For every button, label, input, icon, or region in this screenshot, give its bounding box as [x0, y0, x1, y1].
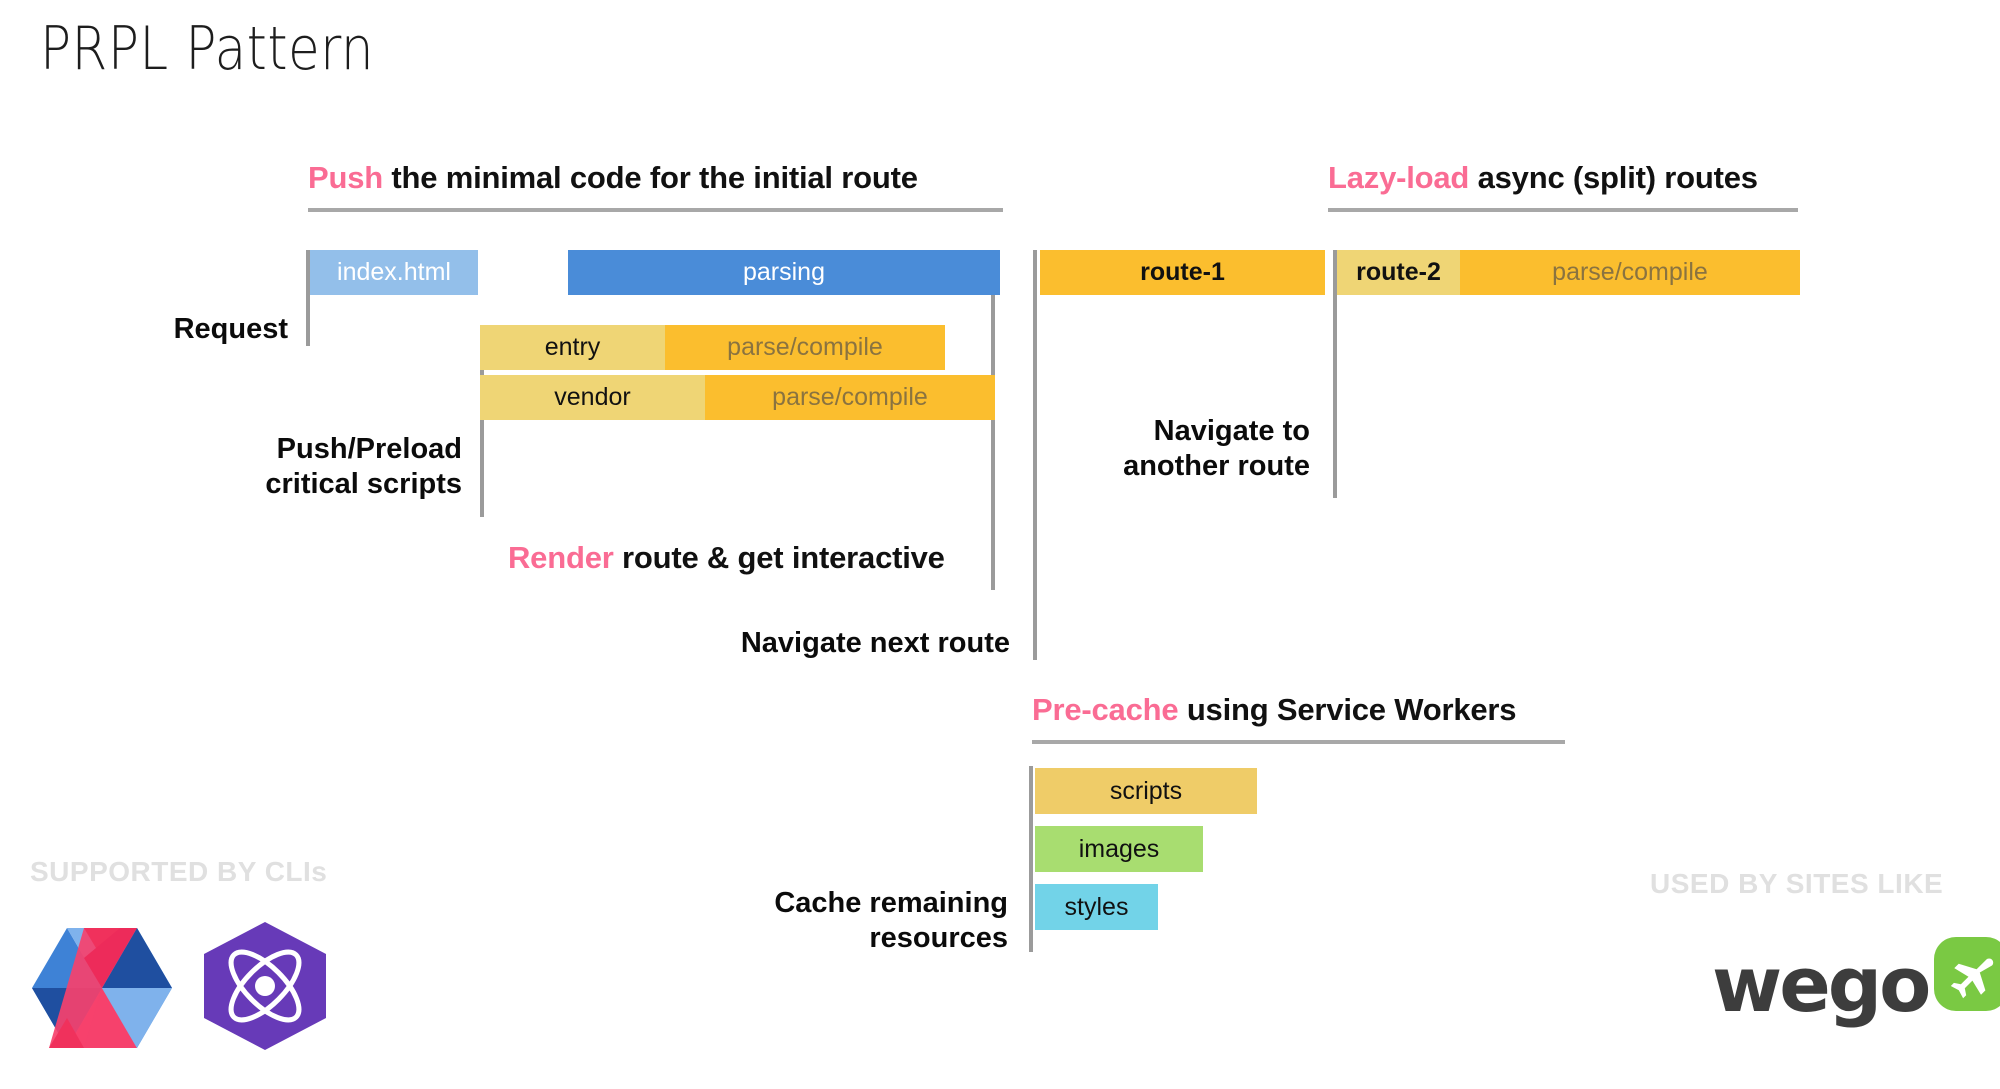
heading-pre-cache-rule: [1032, 740, 1565, 744]
preact-logo-icon: [200, 920, 330, 1052]
footer-caption-supported-by: SUPPORTED BY CLIs: [30, 856, 328, 887]
bar-segment-route-2: route-2: [1337, 250, 1460, 295]
wego-logo-text: wego: [1712, 940, 1931, 1029]
heading-render-rest: route & get interactive: [613, 540, 945, 575]
wego-plane-icon: [1932, 935, 2000, 1013]
polymer-logo-icon: [32, 928, 172, 1048]
label-push-preload: Push/Preload critical scripts: [265, 433, 462, 501]
bar-parsing[interactable]: parsing: [568, 250, 1000, 295]
page-title: PRPL Pattern: [40, 14, 375, 84]
heading-lazy-load-accent: Lazy-load: [1328, 160, 1470, 195]
bar-segment-index-html: index.html: [310, 250, 478, 295]
guide-line-render: [991, 250, 995, 590]
heading-render: Render route & get interactive: [508, 540, 945, 576]
bar-vendor[interactable]: vendor parse/compile: [480, 375, 995, 420]
heading-pre-cache: Pre-cache using Service Workers: [1032, 692, 1517, 728]
heading-lazy-load: Lazy-load async (split) routes: [1328, 160, 1758, 196]
bar-images[interactable]: images: [1035, 826, 1203, 872]
label-navigate-another-route: Navigate to another route: [1123, 415, 1310, 483]
guide-line-request: [306, 250, 310, 346]
bar-styles[interactable]: styles: [1035, 884, 1158, 930]
bar-entry[interactable]: entry parse/compile: [480, 325, 945, 370]
guide-line-route-2: [1333, 250, 1337, 498]
bar-segment-parsing: parsing: [568, 250, 1000, 295]
heading-push-rest: the minimal code for the initial route: [383, 160, 918, 195]
bar-segment-styles: styles: [1035, 884, 1158, 930]
label-cache-remaining-resources: Cache remaining resources: [774, 887, 1008, 955]
guide-line-push-preload: [480, 325, 484, 517]
heading-pre-cache-rest: using Service Workers: [1178, 692, 1517, 727]
heading-lazy-load-rest: async (split) routes: [1469, 160, 1758, 195]
label-request: Request: [173, 313, 288, 345]
heading-lazy-load-rule: [1328, 208, 1798, 212]
bar-segment-images: images: [1035, 826, 1203, 872]
guide-line-cache-remaining: [1029, 766, 1033, 952]
guide-line-navigate-next: [1033, 250, 1037, 660]
bar-segment-route-1: route-1: [1040, 250, 1325, 295]
heading-render-accent: Render: [508, 540, 614, 575]
bar-index-html[interactable]: index.html: [310, 250, 478, 295]
bar-scripts[interactable]: scripts: [1035, 768, 1257, 814]
heading-push: Push the minimal code for the initial ro…: [308, 160, 918, 196]
label-navigate-next-route: Navigate next route: [740, 627, 1010, 659]
footer-caption-used-by: USED BY SITES LIKE: [1650, 868, 1944, 899]
bar-segment-entry: entry: [480, 325, 665, 370]
bar-segment-vendor-parse-compile: parse/compile: [705, 375, 995, 420]
bar-segment-scripts: scripts: [1035, 768, 1257, 814]
bar-segment-entry-parse-compile: parse/compile: [665, 325, 945, 370]
wego-logo: wego: [1712, 930, 2000, 1040]
bar-segment-vendor: vendor: [480, 375, 705, 420]
heading-push-accent: Push: [308, 160, 383, 195]
bar-route-2[interactable]: route-2 parse/compile: [1337, 250, 1800, 295]
heading-pre-cache-accent: Pre-cache: [1032, 692, 1179, 727]
heading-push-rule: [308, 208, 1003, 212]
bar-route-1[interactable]: route-1: [1040, 250, 1325, 295]
bar-segment-route-2-parse-compile: parse/compile: [1460, 250, 1800, 295]
